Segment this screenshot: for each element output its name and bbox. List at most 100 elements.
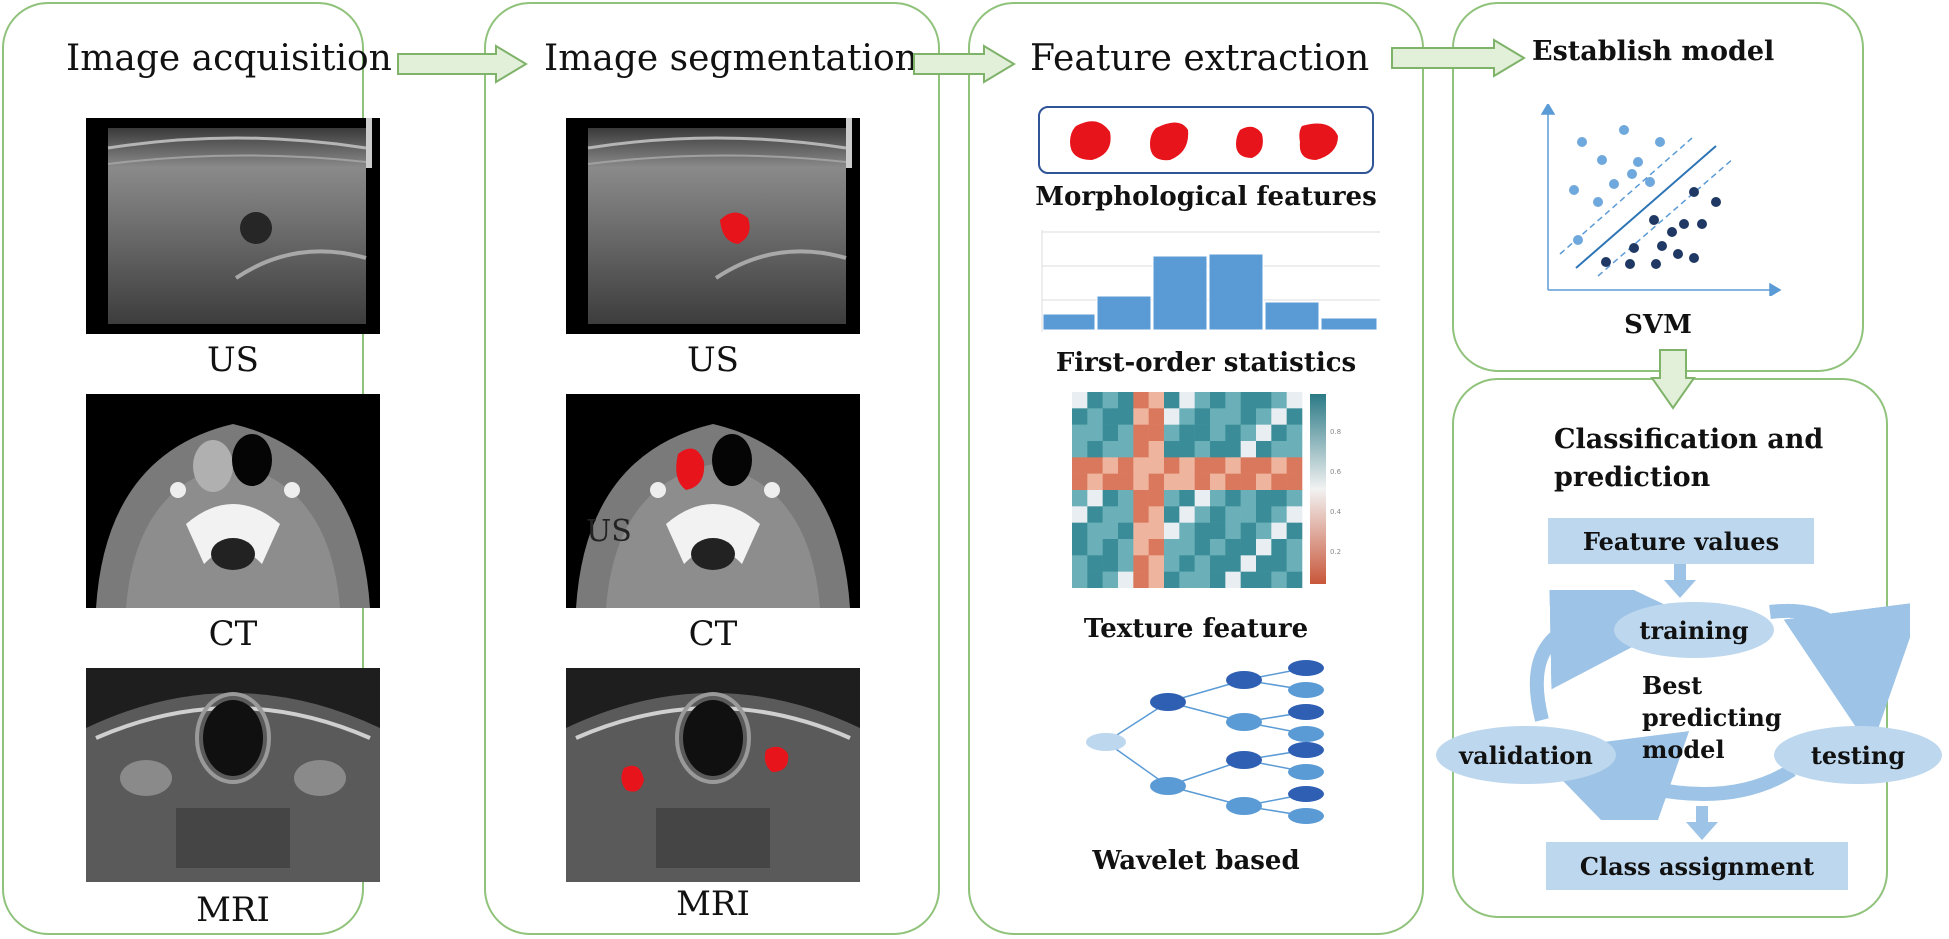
heatmap-cell [1225, 571, 1241, 588]
heatmap-cell [1210, 457, 1226, 474]
heatmap-cell [1256, 490, 1272, 507]
arrow-right-icon [1391, 38, 1526, 78]
heatmap-cell [1118, 457, 1134, 474]
label-texture-feature: Texture feature [1083, 614, 1309, 644]
heatmap-cell [1133, 539, 1149, 556]
heatmap-cell [1194, 424, 1211, 442]
heatmap-cell [1256, 506, 1272, 523]
heatmap-cell [1164, 571, 1180, 588]
heatmap-cell [1225, 408, 1241, 425]
feature-values-box: Feature values [1548, 518, 1814, 564]
heatmap-cell [1118, 473, 1134, 491]
heatmap-cell [1194, 555, 1211, 572]
heatmap-cell [1102, 408, 1119, 425]
heatmap-cell [1148, 539, 1165, 556]
heatmap-cell [1271, 457, 1287, 474]
heatmap-cell [1240, 441, 1257, 458]
heatmap-cell [1164, 392, 1180, 409]
validation-node: validation [1436, 726, 1616, 784]
morphology-shapes-box [1038, 106, 1374, 174]
heatmap-cell [1194, 539, 1211, 556]
heatmap-cell [1164, 522, 1180, 540]
heatmap-cell [1210, 571, 1226, 588]
heatmap-cell [1164, 555, 1180, 572]
heatmap-cell [1286, 473, 1303, 491]
heatmap-cell [1256, 424, 1272, 442]
label-svm: SVM [1624, 310, 1692, 340]
heatmap-cell [1256, 441, 1272, 458]
heatmap-cell [1164, 408, 1180, 425]
heatmap-cell [1087, 408, 1103, 425]
heatmap-cell [1286, 408, 1303, 425]
heatmap-cell [1072, 490, 1088, 507]
heatmap-cell [1102, 424, 1119, 442]
heatmap-cell [1087, 490, 1103, 507]
heatmap-cell [1087, 392, 1103, 409]
heatmap-cell [1072, 522, 1088, 540]
heatmap-cell [1271, 555, 1287, 572]
svm-scatter-plot [1540, 104, 1782, 296]
heatmap-cell [1118, 490, 1134, 507]
heatmap-cell [1133, 473, 1149, 491]
heatmap-cell [1118, 522, 1134, 540]
label-first-order-statistics: First-order statistics [1055, 348, 1357, 378]
label-us-segmented: US [687, 340, 739, 380]
heatmap-cell [1210, 555, 1226, 572]
heatmap-cell [1271, 571, 1287, 588]
overlay-us-text: US [586, 514, 632, 549]
heatmap-cell [1194, 392, 1211, 409]
title-establish-model: Establish model [1532, 36, 1775, 67]
heatmap-cell [1194, 522, 1211, 540]
heatmap-cell [1225, 522, 1241, 540]
training-node: training [1614, 602, 1774, 658]
heatmap-cell [1087, 457, 1103, 474]
heatmap-cell [1179, 392, 1195, 409]
heatmap-cell [1225, 473, 1241, 491]
label-us: US [207, 340, 259, 380]
heatmap-cell [1225, 539, 1241, 556]
heatmap-cell [1286, 539, 1303, 556]
heatmap-colorbar [1310, 394, 1326, 584]
heatmap-cell [1271, 408, 1287, 425]
heatmap-cell [1072, 392, 1088, 409]
heatmap-cell [1118, 506, 1134, 523]
heatmap-cell [1148, 571, 1165, 588]
heatmap-cell [1133, 490, 1149, 507]
heatmap-cell [1240, 408, 1257, 425]
heatmap-cell [1072, 571, 1088, 588]
best-model-line2: predicting [1642, 703, 1782, 732]
heatmap-cell [1271, 441, 1287, 458]
heatmap-cell [1194, 490, 1211, 507]
heatmap-cell [1133, 441, 1149, 458]
heatmap-cell [1148, 522, 1165, 540]
texture-heatmap [1072, 392, 1303, 588]
heatmap-cell [1087, 473, 1103, 491]
heatmap-cell [1102, 555, 1119, 572]
histogram-chart [1041, 230, 1380, 332]
heatmap-cell [1179, 441, 1195, 458]
heatmap-cell [1133, 392, 1149, 409]
heatmap-cell [1210, 441, 1226, 458]
heatmap-cell [1286, 506, 1303, 523]
heatmap-cell [1194, 571, 1211, 588]
heatmap-cell [1256, 392, 1272, 409]
heatmap-cell [1164, 506, 1180, 523]
heatmap-cell [1087, 441, 1103, 458]
heatmap-cell [1225, 506, 1241, 523]
heatmap-cell [1102, 392, 1119, 409]
heatmap-cell [1148, 392, 1165, 409]
heatmap-cell [1210, 490, 1226, 507]
heatmap-cell [1179, 457, 1195, 474]
heatmap-cell [1179, 506, 1195, 523]
heatmap-cell [1271, 539, 1287, 556]
heatmap-cell [1225, 392, 1241, 409]
mri-image [86, 668, 380, 882]
heatmap-cell [1102, 571, 1119, 588]
heatmap-cell [1256, 522, 1272, 540]
heatmap-cell [1148, 457, 1165, 474]
heatmap-cell [1256, 571, 1272, 588]
heatmap-cell [1072, 506, 1088, 523]
heatmap-cell [1240, 457, 1257, 474]
heatmap-cell [1271, 392, 1287, 409]
